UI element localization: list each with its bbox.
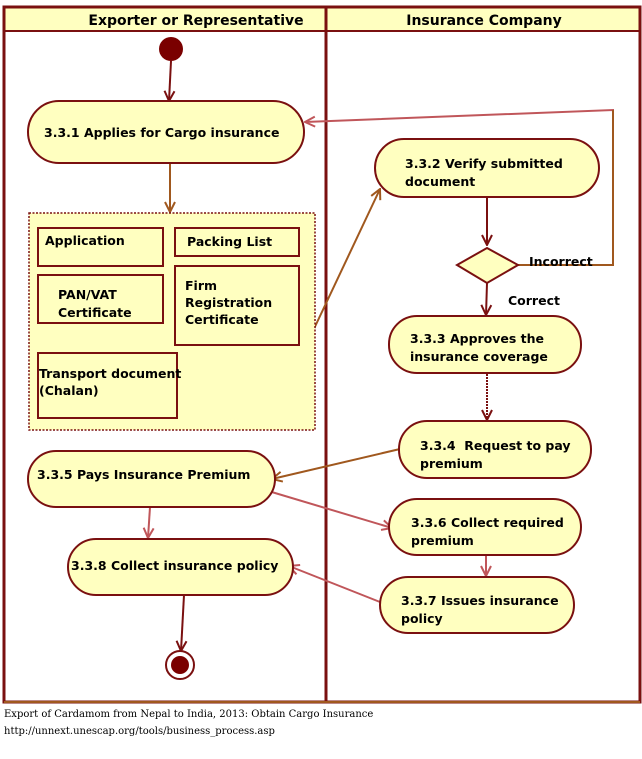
- edge-documents-to-332: [311, 189, 380, 334]
- activity-338-label: 3.3.8 Collect insurance policy: [71, 558, 278, 573]
- lane-title-exporter: Exporter or Representative: [88, 13, 303, 29]
- caption-source-url: http://unnext.unescap.org/tools/business…: [4, 726, 275, 737]
- lane-title-insurance: Insurance Company: [406, 13, 562, 29]
- guard-correct: Correct: [508, 293, 560, 308]
- edge-start-to-331: [169, 60, 171, 101]
- lane-header-background: [4, 7, 640, 31]
- swimlanes: Exporter or Representative Insurance Com…: [2, 5, 642, 704]
- edge-337-to-338: [289, 566, 381, 603]
- edges: [148, 60, 614, 651]
- doc-pan-vat-label: PAN/VAT Certificate: [58, 287, 132, 320]
- activity-332-label: 3.3.2 Verify submitted document: [405, 156, 567, 189]
- guard-incorrect: Incorrect: [529, 254, 593, 269]
- activity-333: [388, 315, 582, 374]
- activity-diagram: Exporter or Representative Insurance Com…: [2, 5, 642, 704]
- activity-334-label: 3.3.4 Request to pay premium: [420, 438, 575, 471]
- decision-node: Incorrect Correct: [455, 246, 593, 308]
- activity-336-label: 3.3.6 Collect required premium: [411, 515, 568, 548]
- edge-338-to-end: [181, 594, 184, 651]
- edge-decision-incorrect-segment: [518, 110, 614, 266]
- caption-title: Export of Cardamom from Nepal to India, …: [4, 709, 374, 720]
- doc-transport: [37, 352, 178, 419]
- end-node: [165, 650, 195, 680]
- doc-packing-list-label: Packing List: [187, 234, 272, 249]
- doc-application: [37, 227, 164, 267]
- activity-335-label: 3.3.5 Pays Insurance Premium: [37, 467, 250, 482]
- activity-331: [27, 100, 305, 164]
- doc-firm-registration-label: Firm Registration Certificate: [185, 278, 276, 327]
- doc-packing-list: [174, 227, 300, 257]
- activity-332: [374, 138, 600, 198]
- activity-331-label: 3.3.1 Applies for Cargo insurance: [44, 125, 279, 140]
- doc-application-label: Application: [45, 233, 125, 248]
- start-node: [159, 37, 183, 61]
- edge-decision-correct-to-333: [486, 282, 487, 315]
- documents-group: Application Packing List PAN/VAT Certifi…: [28, 212, 316, 431]
- activity-338: [67, 538, 294, 596]
- edge-335-to-338: [148, 506, 150, 538]
- edge-334-to-335: [272, 448, 401, 479]
- decision-diamond: [455, 246, 521, 285]
- activity-335: [27, 450, 276, 508]
- activity-337-label: 3.3.7 Issues insurance policy: [401, 593, 563, 626]
- activity-333-label: 3.3.3 Approves the insurance coverage: [410, 331, 548, 364]
- activity-336: [388, 498, 582, 556]
- doc-pan-vat: [37, 274, 164, 324]
- activity-337: [379, 576, 575, 634]
- doc-firm-registration: [174, 265, 300, 346]
- edge-335-to-336: [264, 489, 392, 528]
- activity-334: [398, 420, 592, 479]
- end-node-core: [171, 656, 189, 674]
- doc-transport-label: Transport document (Chalan): [39, 366, 186, 398]
- activity-nodes: 3.3.1 Applies for Cargo insurance 3.3.2 …: [27, 100, 600, 634]
